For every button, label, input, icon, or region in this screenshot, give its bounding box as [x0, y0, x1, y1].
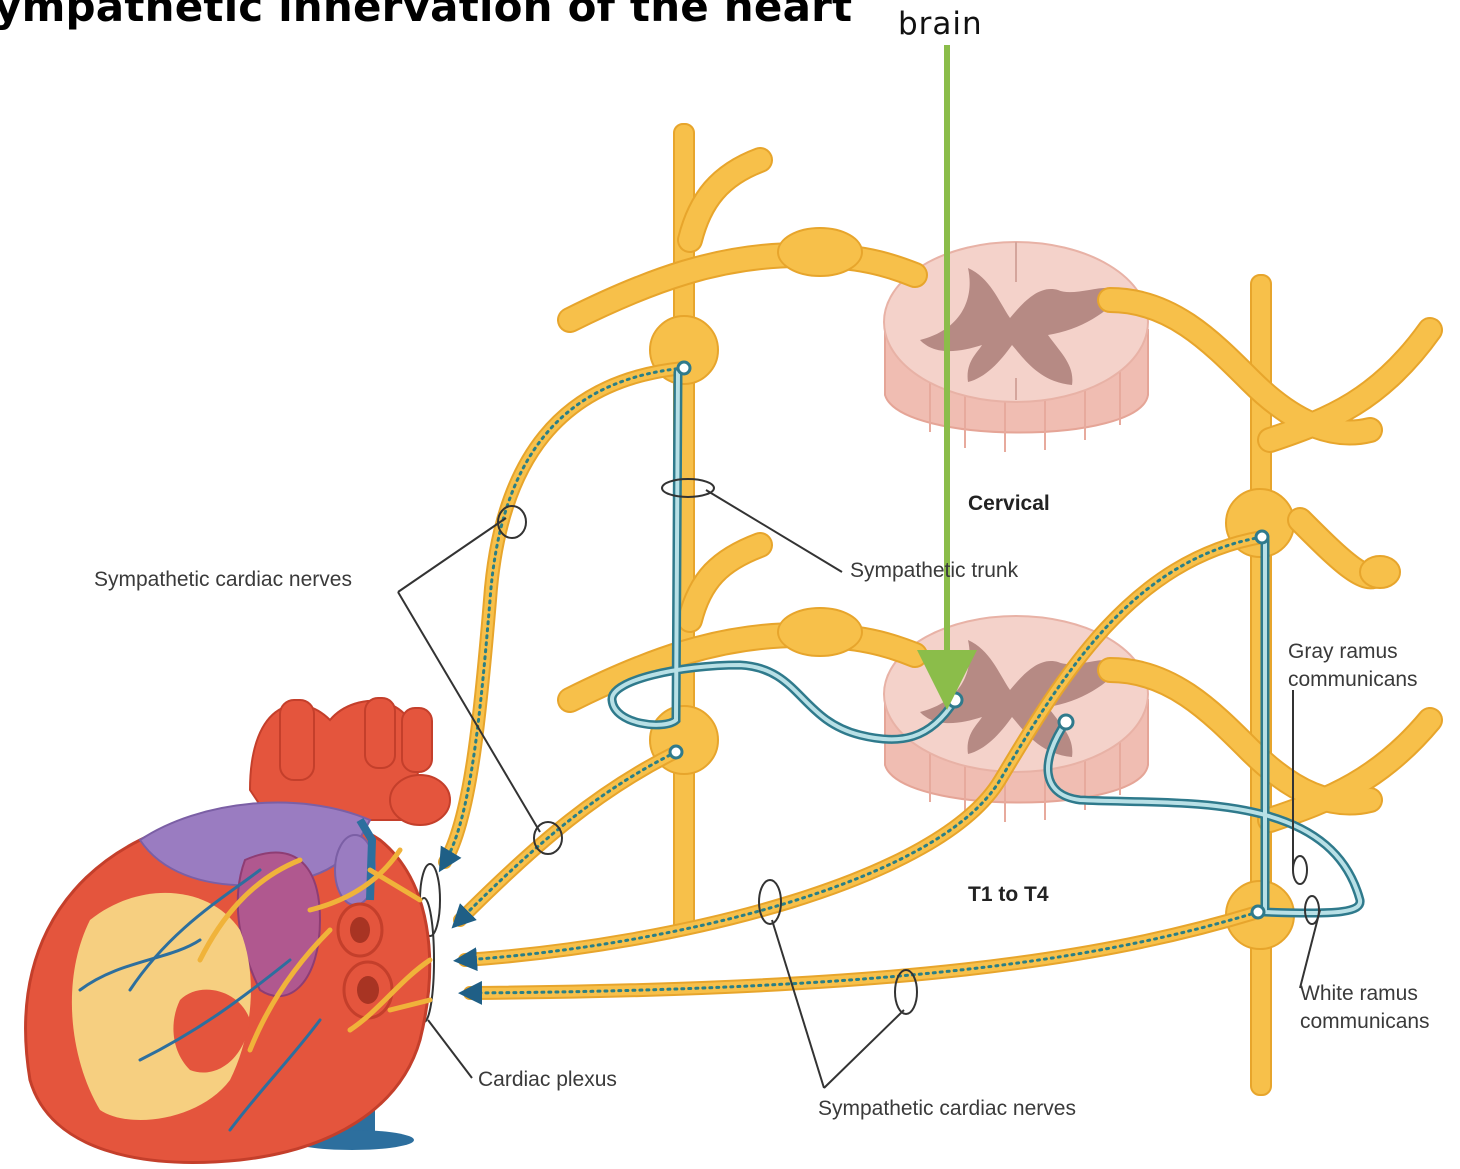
sympathetic-cardiac-nerves-label-left: Sympathetic cardiac nerves	[94, 566, 352, 594]
cardiac-plexus-label: Cardiac plexus	[478, 1066, 617, 1094]
sympathetic-cardiac-nerves-label-bottom: Sympathetic cardiac nerves	[818, 1095, 1076, 1123]
white-ramus-label-line2: communicans	[1300, 1008, 1430, 1036]
heart-illustration	[26, 698, 450, 1162]
thoracic-level-label: T1 to T4	[968, 881, 1049, 909]
sympathetic-trunk-label: Sympathetic trunk	[850, 557, 1018, 585]
gray-ramus-label-line2: communicans	[1288, 666, 1418, 694]
cervical-level-label: Cervical	[968, 490, 1050, 518]
white-ramus-label-line1: White ramus	[1300, 980, 1418, 1008]
gray-ramus-label-line1: Gray ramus	[1288, 638, 1398, 666]
